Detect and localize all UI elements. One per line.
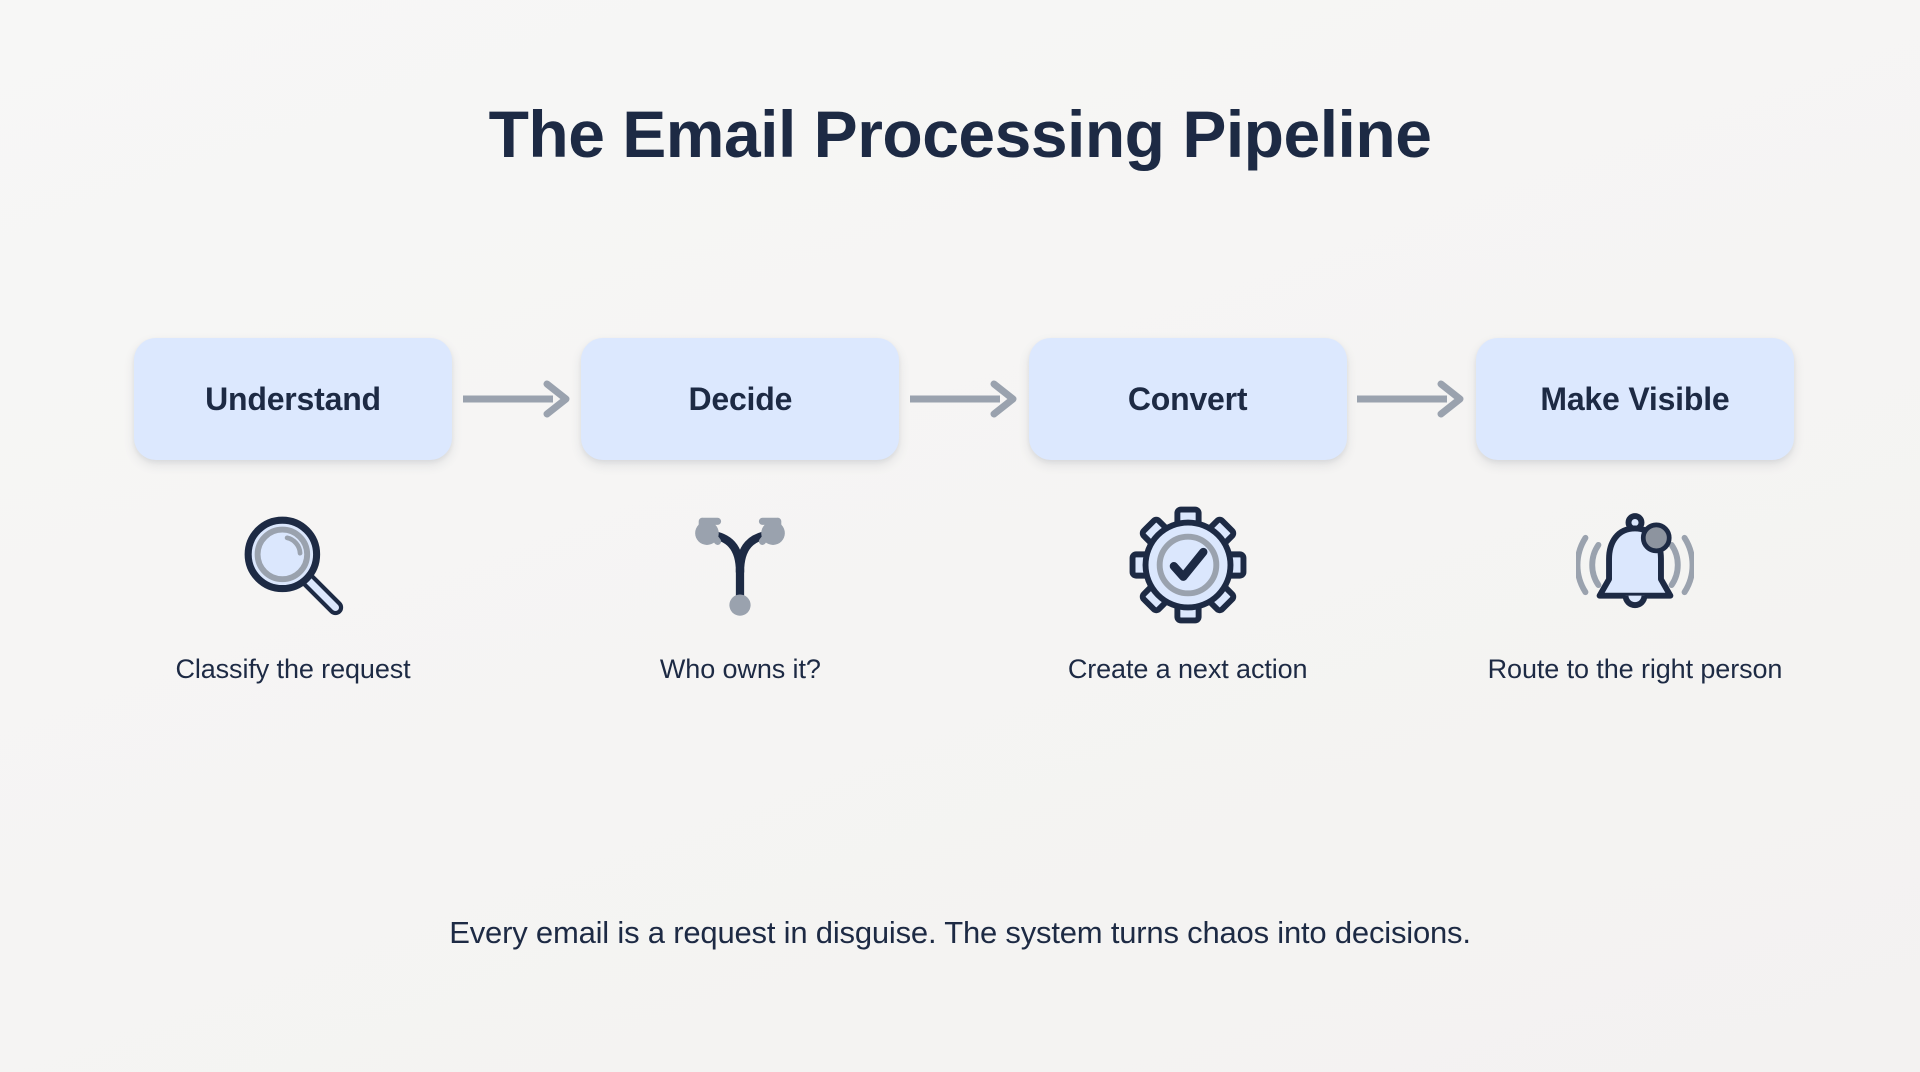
bell-notification-icon [1575,513,1694,609]
arrow-decide-to-convert [908,379,1020,419]
stage-caption-understand: Classify the request [175,654,411,684]
bell-notification-icon-wrap [1570,500,1700,630]
magnifier-icon [244,516,344,616]
stage-detail-understand: Classify the request [134,500,452,685]
page-title: The Email Processing Pipeline [488,97,1432,171]
stage-label-convert: Convert [1127,380,1248,417]
stage-label-decide: Decide [688,380,793,417]
stage-box-understand[interactable]: Understand [134,338,452,460]
branch-fork-icon [695,517,786,616]
gear-check-icon [1129,506,1247,624]
arrow-convert-to-make-visible [1355,379,1467,419]
stage-detail-convert: Create a next action [1029,500,1347,685]
stage-label-make-visible: Make Visible [1540,380,1730,417]
arrow-right-icon [1357,380,1464,418]
pipeline-row: Understand Decide Convert [134,336,1794,462]
stage-detail-make-visible: Route to the right person [1476,500,1794,685]
arrow-right-icon [909,380,1017,418]
stage-box-make-visible[interactable]: Make Visible [1475,338,1794,460]
stage-box-decide[interactable]: Decide [581,338,900,460]
branch-fork-icon-wrap [675,500,805,630]
magnifier-icon-wrap [228,500,358,630]
stage-label-understand: Understand [205,380,381,417]
stage-box-convert[interactable]: Convert [1028,338,1347,460]
stage-details-row: Classify the request [134,500,1794,685]
stage-caption-decide: Who owns it? [659,654,821,684]
stage-detail-decide: Who owns it? [581,500,899,685]
arrow-right-icon [462,380,570,418]
stage-caption-make-visible: Route to the right person [1487,654,1783,684]
arrow-understand-to-decide [461,379,573,419]
gear-check-icon-wrap [1123,500,1253,630]
footer-tagline: Every email is a request in disguise. Th… [449,915,1471,950]
stage-caption-convert: Create a next action [1067,654,1308,684]
